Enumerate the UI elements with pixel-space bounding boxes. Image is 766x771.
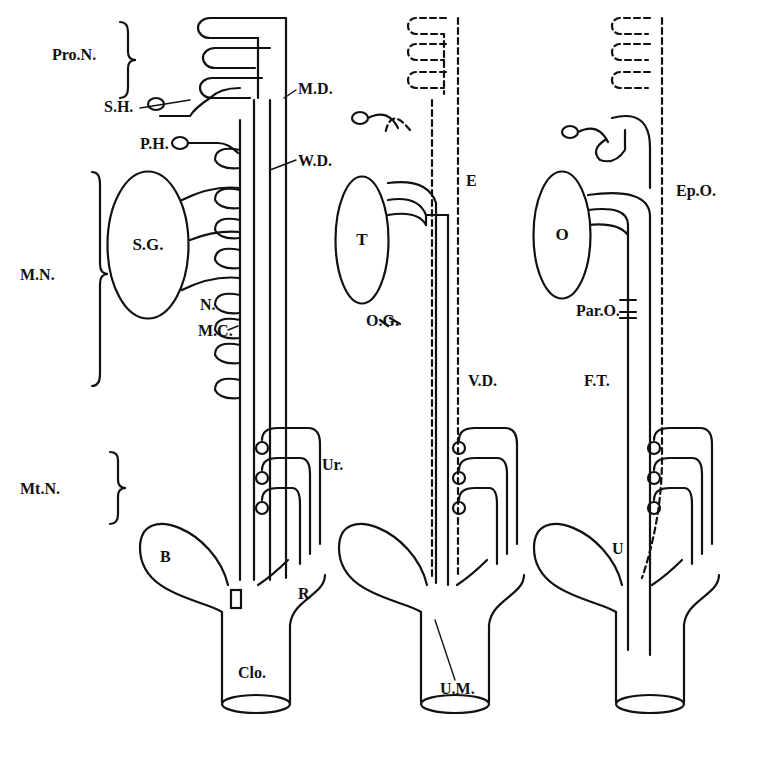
part-label: B [160, 548, 171, 566]
bladder-cloaca [140, 524, 325, 713]
bladder-cloaca [231, 524, 524, 713]
node-label: T [334, 230, 390, 250]
leader-line [140, 100, 190, 108]
testis-oval: T [334, 175, 390, 305]
part-label: Par.O. [576, 302, 620, 320]
gland-oval: S.G. [106, 170, 190, 320]
metanephros [256, 428, 320, 564]
part-label: R [298, 585, 310, 603]
part-label: M.C. [198, 322, 233, 340]
leader-line [270, 160, 296, 170]
node-label: S.G. [106, 235, 190, 255]
part-label: Ur. [322, 456, 343, 474]
part-label: Pro.N. [52, 46, 96, 64]
part-label: Ep.O. [676, 182, 716, 200]
ovary-oval: O [532, 170, 592, 300]
part-label: O.G. [366, 312, 399, 330]
node-label: O [532, 225, 592, 245]
part-label: Mt.N. [20, 480, 60, 498]
bladder-cloaca [534, 524, 719, 713]
metanephros [453, 428, 517, 564]
part-label: U.M. [440, 680, 475, 698]
brace [110, 452, 126, 524]
leader-line [284, 90, 296, 98]
part-label: W.D. [298, 152, 332, 170]
part-label: M.N. [20, 266, 55, 284]
part-label: P.H. [140, 135, 169, 153]
part-label: E [466, 172, 477, 190]
part-label: V.D. [468, 372, 497, 390]
metanephros [648, 428, 712, 564]
part-label: U [612, 540, 624, 558]
part-label: F.T. [584, 372, 610, 390]
leader-line [435, 620, 455, 680]
part-label: M.D. [298, 80, 333, 98]
brace [92, 172, 108, 386]
brace [120, 22, 136, 98]
part-label: Clo. [238, 664, 266, 682]
part-label: N. [200, 296, 216, 314]
longitudinal-ducts [240, 100, 270, 580]
part-label: S.H. [104, 98, 133, 116]
